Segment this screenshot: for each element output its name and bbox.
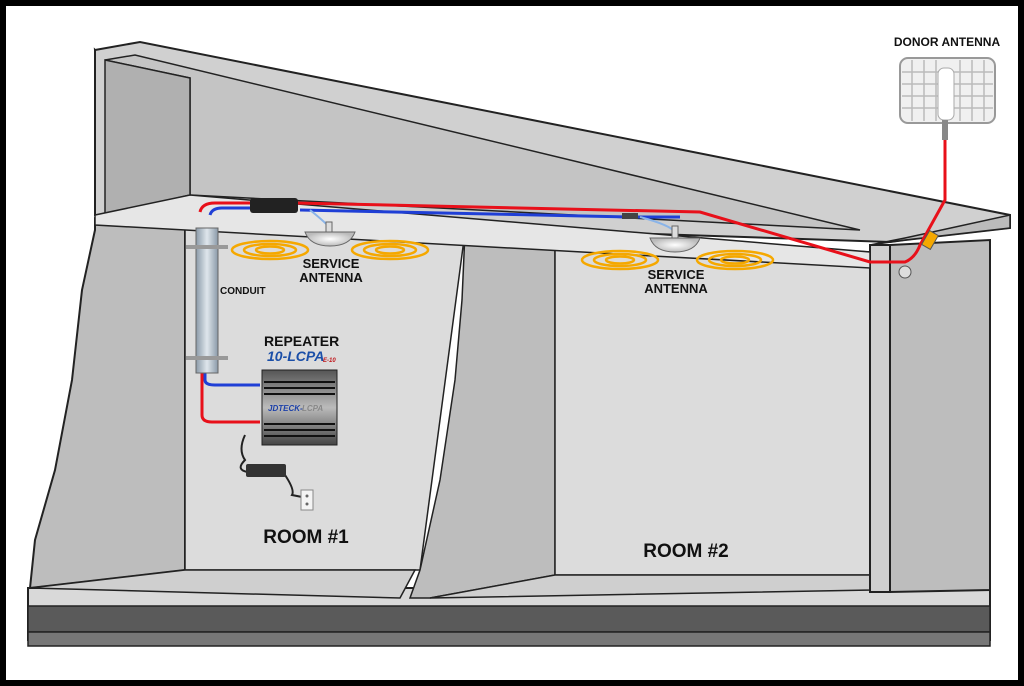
roof [94, 40, 1011, 269]
repeater-model-label: 10-LCPA [267, 348, 324, 364]
repeater-unit: JDTECK- LCPA [261, 369, 338, 446]
splitter [250, 198, 298, 213]
right-wall [869, 244, 891, 593]
power-adapter [246, 464, 286, 477]
repeater-model-suffix: E-10 [323, 358, 336, 364]
cables [198, 120, 947, 498]
service-antenna-2-label-line1: SERVICE [648, 267, 705, 282]
dome-antenna-icon [304, 231, 356, 247]
signal-waves-icon [580, 249, 775, 271]
power-cord [239, 434, 303, 498]
conduit-label: CONDUIT [220, 286, 266, 297]
service-antenna-1 [230, 221, 430, 261]
dome-antenna-icon [649, 237, 701, 253]
service-antenna-1-label-line2: ANTENNA [299, 270, 363, 285]
conduit-cable-red [200, 372, 260, 424]
repeater-label: REPEATER [264, 333, 339, 349]
donor-antenna [898, 57, 996, 279]
donor-cable-red [198, 120, 947, 264]
room-2-back-wall [554, 234, 871, 576]
room-1-label: ROOM #1 [263, 527, 349, 548]
right-wall-exterior [889, 238, 991, 594]
signal-waves-icon [230, 239, 430, 261]
room-1-floor [29, 569, 417, 599]
service-antenna-2 [580, 225, 775, 271]
conduit-cable-blue [203, 360, 260, 387]
service-antenna-2-label-line2: ANTENNA [644, 281, 708, 296]
service-antenna-1-label-line1: SERVICE [303, 256, 360, 271]
repeater-brand: JDTECK- [268, 404, 303, 413]
room-2-label: ROOM #2 [643, 541, 729, 562]
donor-antenna-label: DONOR ANTENNA [894, 35, 1001, 49]
floor-slab [27, 587, 991, 647]
conduit [186, 227, 228, 374]
wall-outlet-icon [300, 489, 314, 511]
inline-connector [622, 213, 638, 219]
repeater-brand-model: LCPA [302, 404, 323, 413]
